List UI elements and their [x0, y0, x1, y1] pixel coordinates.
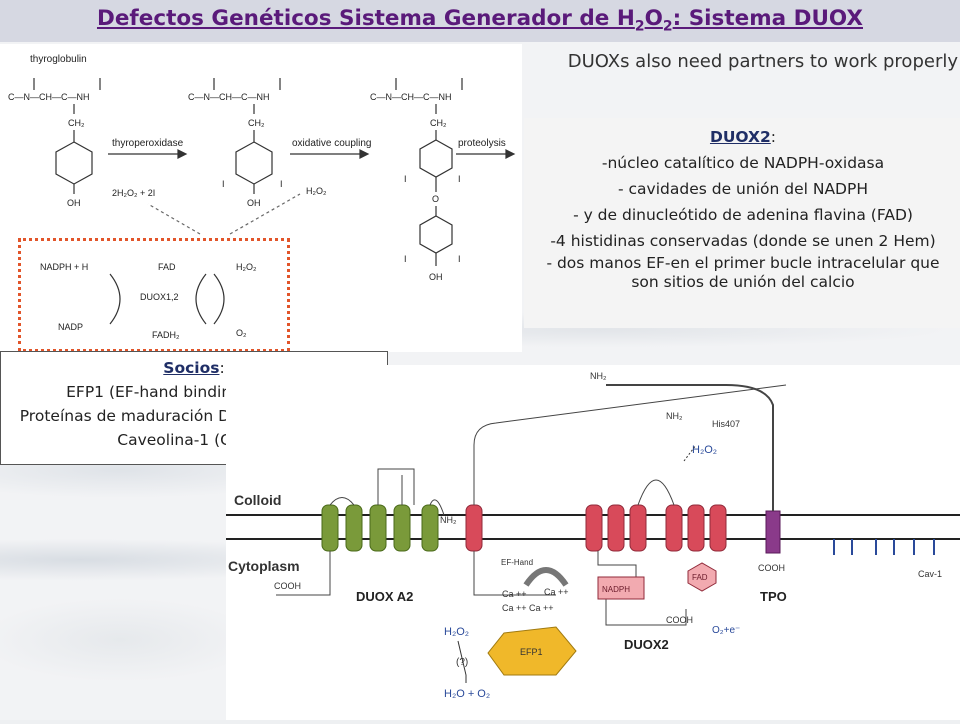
svg-text:H₂O₂: H₂O₂ [236, 262, 257, 272]
cav1-label: Cav-1 [918, 569, 942, 579]
diiodotyrosine-residue: C—N—CH—C—NH CH₂ I I OH [188, 78, 283, 208]
duox-cycle-highlight [18, 238, 290, 352]
duox2-line: -núcleo catalítico de NADPH-oxidasa [601, 154, 885, 172]
slide-title: Defectos Genéticos Sistema Generador de … [96, 6, 863, 35]
svg-text:2H₂O₂ + 2I: 2H₂O₂ + 2I [112, 188, 155, 198]
duoxa2-nh2: NH₂ [440, 515, 457, 525]
duox2-line: - cavidades de unión del NADPH [618, 180, 868, 198]
calcium-label-3: Ca ++ Ca ++ [502, 603, 554, 613]
svg-text:oxidative coupling: oxidative coupling [292, 138, 372, 149]
svg-text:O₂: O₂ [236, 328, 247, 338]
efp1-shape [487, 626, 577, 676]
svg-text:O: O [432, 194, 439, 204]
membrane-diagram: Colloid Cytoplasm COOH NH₂ DUOX A2 EF-Ha… [226, 371, 960, 700]
svg-text:C—N—CH—C—NH: C—N—CH—C—NH [370, 92, 452, 102]
svg-text:FAD: FAD [158, 262, 176, 272]
svg-text:C—N—CH—C—NH: C—N—CH—C—NH [188, 92, 270, 102]
svg-text:I: I [222, 179, 225, 189]
tyrosine-residue-1: C—N—CH—C—NH CH₂ OH [8, 78, 101, 208]
thyroxine-residue: C—N—CH—C—NH CH₂ I I O I I OH [370, 78, 463, 282]
svg-text:NADPH + H: NADPH + H [40, 262, 88, 272]
unknown-step-label: (?) [456, 657, 468, 668]
superoxide-label: O₂+e⁻ [712, 625, 740, 636]
svg-text:I: I [404, 174, 407, 184]
svg-text:proteolysis: proteolysis [458, 138, 506, 149]
cytoplasm-label: Cytoplasm [228, 558, 300, 574]
svg-text:thyroperoxidase: thyroperoxidase [112, 138, 184, 149]
svg-text:I: I [458, 174, 461, 184]
svg-text:CH₂: CH₂ [430, 118, 447, 128]
svg-text:CH₂: CH₂ [68, 118, 85, 128]
water-oxygen-products: H₂O + O₂ [444, 688, 490, 700]
duoxa2-helices: COOH NH₂ [274, 468, 457, 596]
duoxa2-label: DUOX A2 [356, 589, 413, 604]
fad-site-label: FAD [692, 573, 708, 582]
svg-text:FADH₂: FADH₂ [152, 330, 180, 340]
svg-text:DUOX1,2: DUOX1,2 [140, 292, 179, 302]
svg-text:I: I [280, 179, 283, 189]
colloid-label: Colloid [234, 492, 281, 508]
svg-text:OH: OH [247, 198, 261, 208]
duox2-helices [465, 384, 787, 626]
chemistry-diagram: thyroglobulin C—N—CH—C—NH CH₂ OH thyrope… [8, 54, 516, 340]
tpo-cooh: COOH [758, 563, 785, 573]
svg-text:C—N—CH—C—NH: C—N—CH—C—NH [8, 92, 90, 102]
slide-subtitle: DUOXs also need partners to work properl… [567, 51, 958, 72]
h2o2-product-label: H₂O₂ [692, 444, 717, 456]
duox2-line: -4 histidinas conservadas (donde se unen… [550, 232, 936, 250]
svg-text:NADP: NADP [58, 322, 83, 332]
calcium-label-2: Ca ++ [544, 587, 569, 597]
title-bar [0, 0, 960, 42]
svg-text:I: I [458, 254, 461, 264]
socios-heading: Socios [163, 359, 220, 377]
membrane-diagram-panel: Colloid Cytoplasm COOH NH₂ DUOX A2 EF-Ha… [226, 365, 960, 720]
duox2-label: DUOX2 [624, 637, 669, 652]
svg-text:I: I [404, 254, 407, 264]
duox2-heading: DUOX2 [709, 128, 771, 146]
svg-text:CH₂: CH₂ [248, 118, 265, 128]
svg-text:OH: OH [67, 198, 81, 208]
duox2-line: son sitios de unión del calcio [631, 273, 855, 291]
duoxa2-cooh: COOH [274, 581, 301, 591]
duox2-nh2: NH₂ [666, 411, 683, 421]
svg-text:H₂O₂: H₂O₂ [306, 186, 327, 196]
nadph-site-label: NADPH [602, 585, 630, 594]
tpo-label: TPO [760, 589, 787, 604]
ef-hand-label: EF-Hand [501, 558, 533, 567]
efp1-label: EFP1 [520, 647, 543, 657]
calcium-label-1: Ca ++ [502, 589, 527, 599]
tpo-nh2: NH₂ [590, 371, 607, 381]
caveolin-markers [833, 539, 935, 555]
duox2-line: - y de dinucleótido de adenina flavina (… [573, 206, 913, 224]
duox-cycle: NADPH + H FAD H₂O₂ DUOX1,2 NADP FADH₂ O₂ [40, 262, 257, 340]
h2o2-substrate-label: H₂O₂ [444, 626, 469, 638]
svg-text:OH: OH [429, 272, 443, 282]
duox2-info-text: DUOX2: -núcleo catalítico de NADPH-oxida… [526, 124, 960, 292]
duox2-line: - dos manos EF-en el primer bucle intrac… [546, 254, 940, 272]
tpo-protein: NH₂ NH₂ His407 COOH TPO [590, 371, 787, 604]
thyroglobulin-label: thyroglobulin [30, 54, 87, 65]
duox2-info-panel [524, 118, 960, 328]
duox2-cooh: COOH [666, 615, 693, 625]
thyroid-hormone-synthesis-figure: thyroglobulin C—N—CH—C—NH CH₂ OH thyrope… [0, 44, 522, 352]
his407-label: His407 [712, 419, 740, 429]
